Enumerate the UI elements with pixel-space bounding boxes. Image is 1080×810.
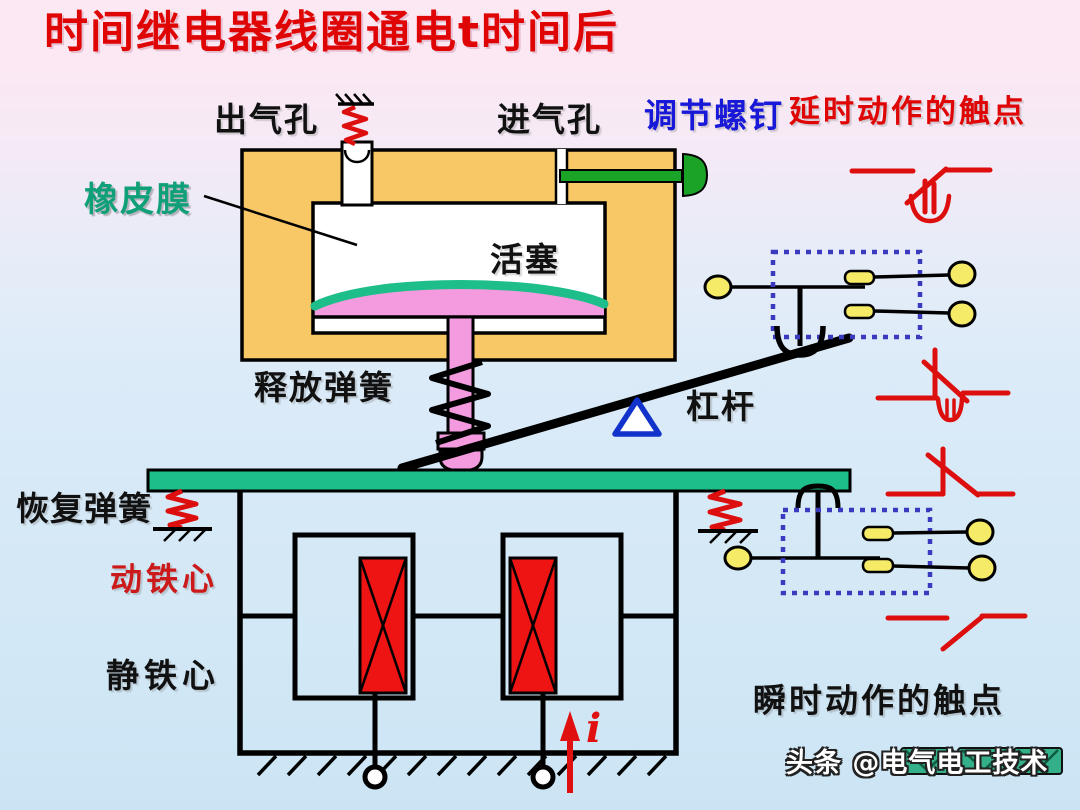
coil-left — [358, 556, 408, 695]
membrane-pointer-line — [203, 194, 358, 247]
static-core-label: 静铁心 — [106, 656, 220, 695]
contact-dotted-box — [780, 507, 933, 596]
coil-terminal-left — [362, 764, 388, 790]
contact-dotted-box — [770, 249, 923, 340]
moving-core-label: 动铁心 — [110, 560, 219, 598]
adjust-screw-label: 调节螺钉 — [644, 96, 784, 135]
fixed-contact — [861, 525, 895, 542]
contact-terminal — [965, 518, 995, 546]
fixed-contact — [843, 269, 876, 286]
recovery-spring-left — [153, 488, 212, 542]
symbol-instant-nc-contact — [885, 446, 1016, 498]
lever-bar — [397, 333, 854, 473]
outlet-spring — [341, 104, 369, 147]
delayed-contact-assembly — [703, 249, 977, 358]
release-spring-shape — [429, 359, 491, 446]
ground-hatching — [709, 530, 753, 544]
support-hatching — [335, 93, 372, 104]
rubber-membrane-shape — [310, 280, 609, 311]
adjust-screw-cap — [682, 152, 709, 198]
contact-terminal — [947, 300, 977, 328]
recovery-spring-right — [698, 488, 758, 544]
symbol-instant-no-contact — [885, 613, 1028, 652]
current-arrow — [560, 711, 580, 793]
fixed-contact — [861, 557, 895, 574]
contact-terminal — [967, 554, 997, 582]
valve-dome — [343, 149, 371, 164]
instant-contact-assembly — [723, 483, 997, 596]
symbol-delayed-no-contact — [849, 166, 993, 224]
rubber-membrane-label: 橡皮膜 — [84, 180, 192, 220]
contact-terminal — [947, 260, 977, 288]
coil-right — [508, 556, 558, 695]
base-hatching — [256, 754, 668, 777]
envelope-icon — [957, 747, 1011, 775]
schematic-symbols — [849, 166, 1028, 652]
instant-contacts-label: 瞬时动作的触点 — [753, 681, 1005, 720]
pneumatic-chamber — [203, 93, 709, 362]
delayed-contacts-label: 延时动作的触点 — [789, 94, 1027, 130]
watermark: 头条 @电气电工技术 — [786, 748, 1049, 779]
armature-bar — [146, 468, 852, 493]
release-spring-label: 释放弹簧 — [254, 368, 394, 407]
envelope-icon — [1013, 747, 1063, 775]
current-label: i — [586, 705, 604, 752]
envelope-icon — [900, 747, 954, 775]
ground-hatching — [163, 528, 207, 542]
air-outlet-label: 出气孔 — [214, 100, 319, 139]
lever-label: 杠杆 — [686, 387, 756, 426]
fulcrum-triangle — [612, 397, 662, 437]
recovery-spring-label: 恢复弹簧 — [16, 489, 152, 528]
electromagnet — [237, 492, 679, 793]
air-inlet-label: 进气孔 — [497, 100, 602, 139]
symbol-delayed-nc-contact — [875, 347, 1011, 423]
fixed-contact — [843, 303, 876, 320]
contact-terminal — [703, 274, 733, 300]
page-title: 时间继电器线圈通电t时间后 — [44, 7, 620, 58]
adjust-screw-shaft — [559, 169, 683, 183]
piston-label: 活塞 — [490, 240, 560, 279]
watermark-icons — [900, 747, 1063, 775]
coil-terminal-right — [530, 764, 556, 790]
static-core-frame — [237, 492, 679, 756]
armature-hook — [795, 483, 841, 509]
lever-claw — [774, 325, 826, 358]
contact-terminal — [723, 545, 753, 571]
